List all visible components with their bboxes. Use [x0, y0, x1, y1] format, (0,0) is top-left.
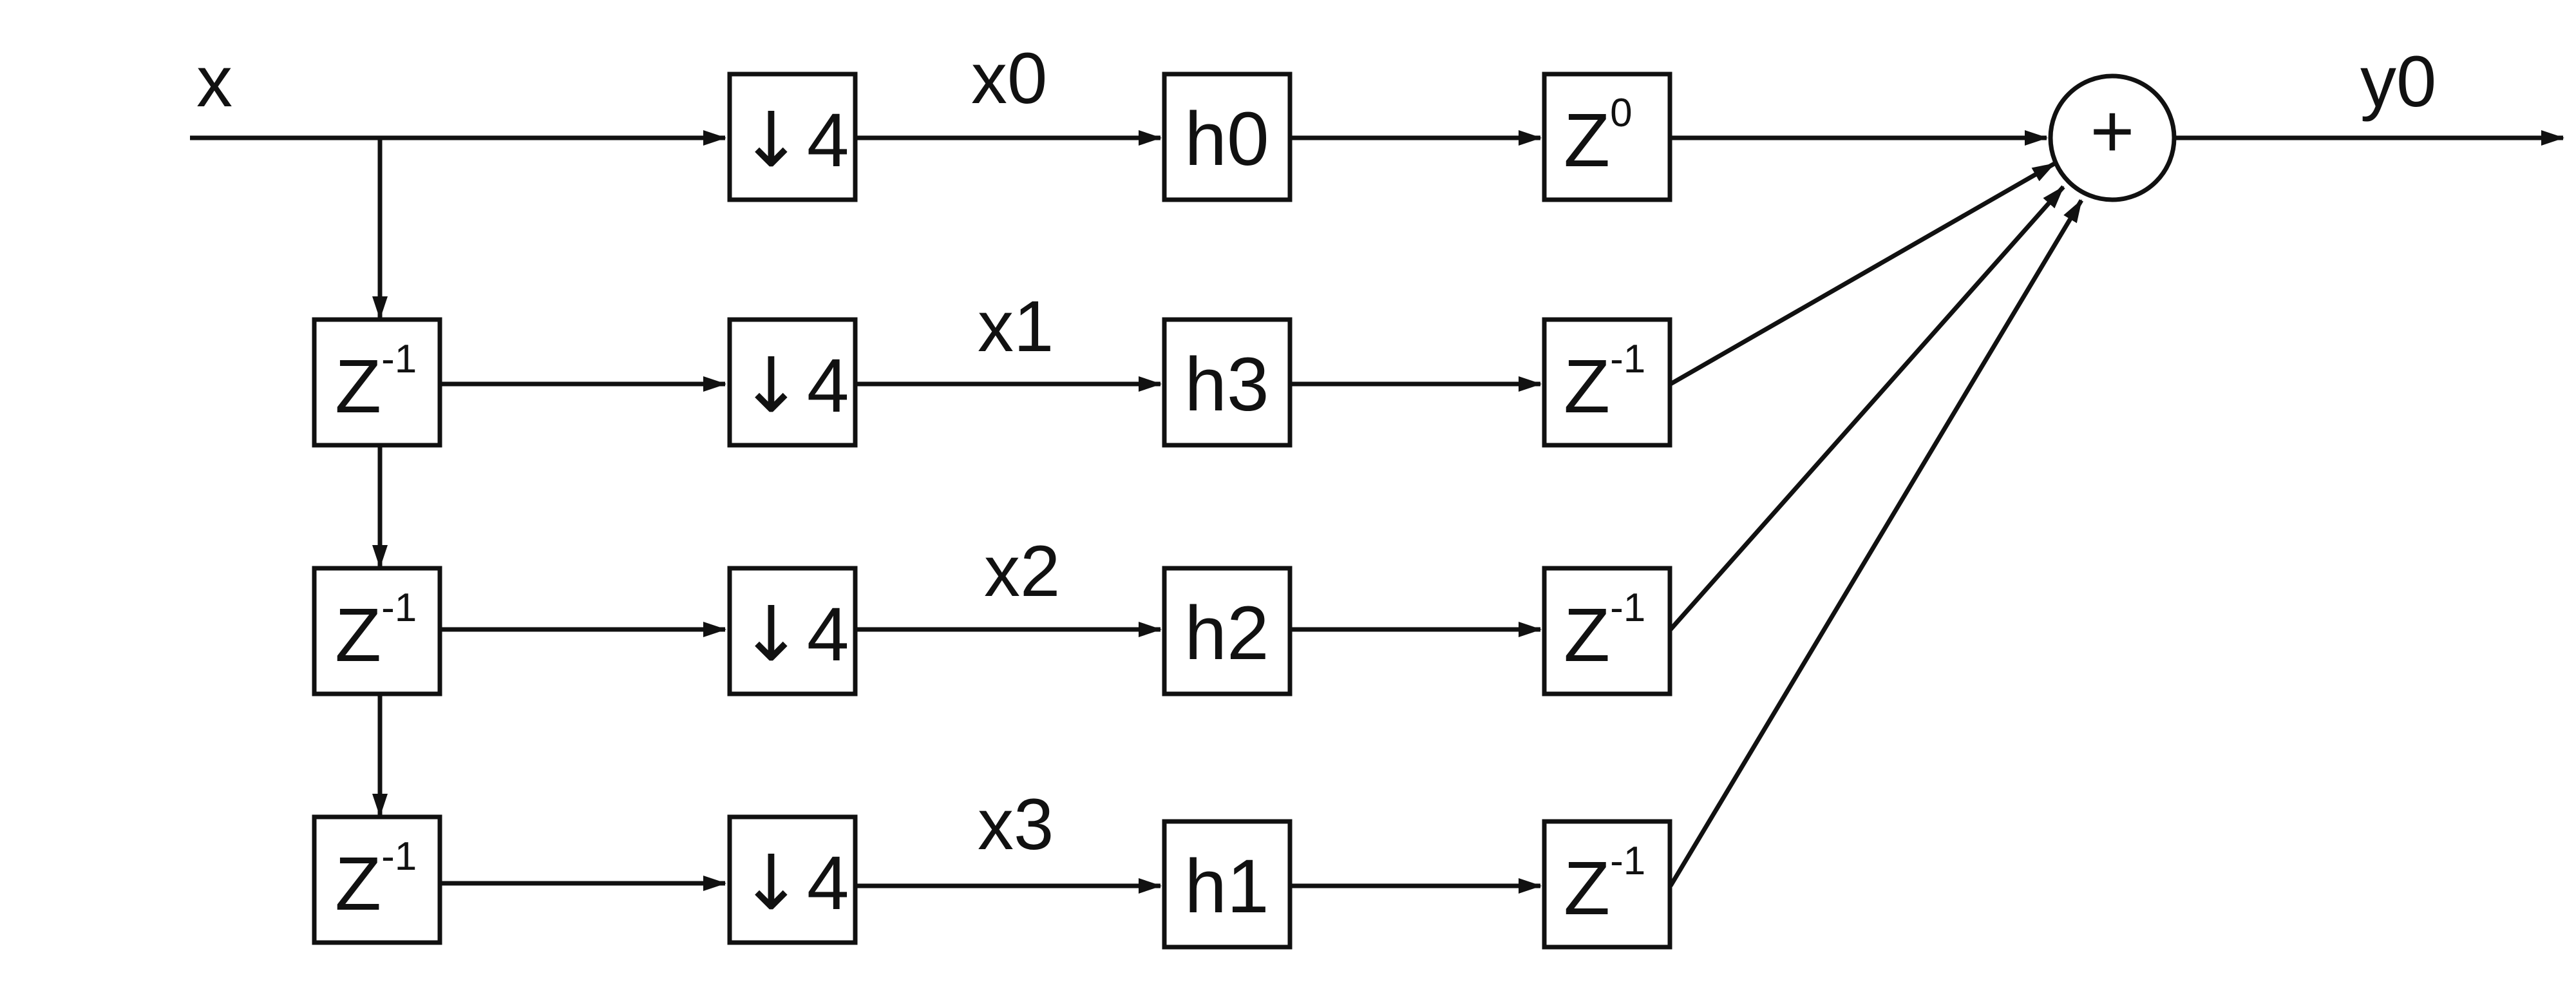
post-delay-box-0: Z0	[1542, 72, 1672, 202]
filter-label-2: h2	[1184, 591, 1269, 676]
delay-box-3-exp: -1	[381, 834, 417, 879]
wire-r1-sum	[1669, 161, 2056, 387]
svg-text:Z-1: Z-1	[1564, 586, 1645, 678]
post-delay-3-base: Z	[1564, 846, 1610, 931]
filter-box-0: h0	[1162, 72, 1293, 202]
delay-box-3: Z-1	[312, 814, 442, 945]
svg-text:↓4: ↓4	[739, 838, 849, 927]
wire-r2-sum	[1669, 185, 2065, 631]
svg-text:Z-1: Z-1	[335, 337, 417, 429]
filter-label-0: h0	[1184, 97, 1269, 182]
post-delay-2-base: Z	[1564, 593, 1610, 678]
post-delay-1-base: Z	[1564, 344, 1610, 429]
downsample-factor-3: 4	[807, 841, 849, 926]
delay-box-2-exp: -1	[381, 586, 417, 630]
signal-label-x0: x0	[971, 38, 1047, 119]
svg-text:Z-1: Z-1	[1564, 839, 1645, 931]
downsample-box-3: ↓4	[727, 814, 858, 945]
filter-box-1: h3	[1162, 317, 1293, 448]
delay-box-3-base: Z	[335, 841, 381, 926]
delay-box-1: Z-1	[312, 317, 442, 448]
summing-junction: +	[2048, 73, 2177, 202]
input-label: x	[196, 41, 232, 122]
downsample-arrow-1: ↓	[739, 341, 803, 430]
downsample-box-2: ↓4	[727, 566, 858, 696]
filter-label-3: h1	[1184, 844, 1269, 929]
signal-label-x2: x2	[984, 531, 1060, 611]
downsample-factor-0: 4	[807, 98, 849, 183]
sum-symbol: +	[2090, 89, 2135, 174]
filter-box-3: h1	[1162, 819, 1293, 950]
post-delay-box-3: Z-1	[1542, 819, 1672, 950]
downsample-box-1: ↓4	[727, 317, 858, 448]
post-delay-box-2: Z-1	[1542, 566, 1672, 696]
svg-text:Z-1: Z-1	[1564, 337, 1645, 429]
post-delay-1-exp: -1	[1610, 337, 1645, 381]
svg-text:↓4: ↓4	[739, 341, 849, 430]
post-delay-0-exp: 0	[1610, 91, 1632, 135]
downsample-box-0: ↓4	[727, 72, 858, 202]
svg-text:Z-1: Z-1	[335, 586, 417, 678]
post-delay-0-base: Z	[1564, 98, 1610, 183]
downsample-arrow-0: ↓	[739, 95, 803, 184]
signal-label-x3: x3	[978, 784, 1054, 865]
svg-text:↓4: ↓4	[739, 95, 849, 184]
post-delay-box-1: Z-1	[1542, 317, 1672, 448]
svg-text:Z-1: Z-1	[335, 834, 417, 926]
post-delay-2-exp: -1	[1610, 586, 1645, 630]
post-delay-3-exp: -1	[1610, 839, 1645, 883]
downsample-arrow-3: ↓	[739, 838, 803, 927]
downsample-arrow-2: ↓	[739, 590, 803, 678]
signal-label-x1: x1	[978, 286, 1054, 367]
delay-box-1-exp: -1	[381, 337, 417, 381]
output-label: y0	[2360, 41, 2436, 122]
delay-box-1-base: Z	[335, 344, 381, 429]
filter-box-2: h2	[1162, 566, 1293, 696]
svg-text:↓4: ↓4	[739, 590, 849, 678]
wire-r3-sum	[1668, 199, 2084, 887]
delay-box-2-base: Z	[335, 593, 381, 678]
svg-text:Z0: Z0	[1564, 91, 1633, 183]
downsample-factor-2: 4	[807, 592, 849, 677]
filter-label-1: h3	[1184, 342, 1269, 427]
downsample-factor-1: 4	[807, 343, 849, 428]
delay-box-2: Z-1	[312, 566, 442, 696]
